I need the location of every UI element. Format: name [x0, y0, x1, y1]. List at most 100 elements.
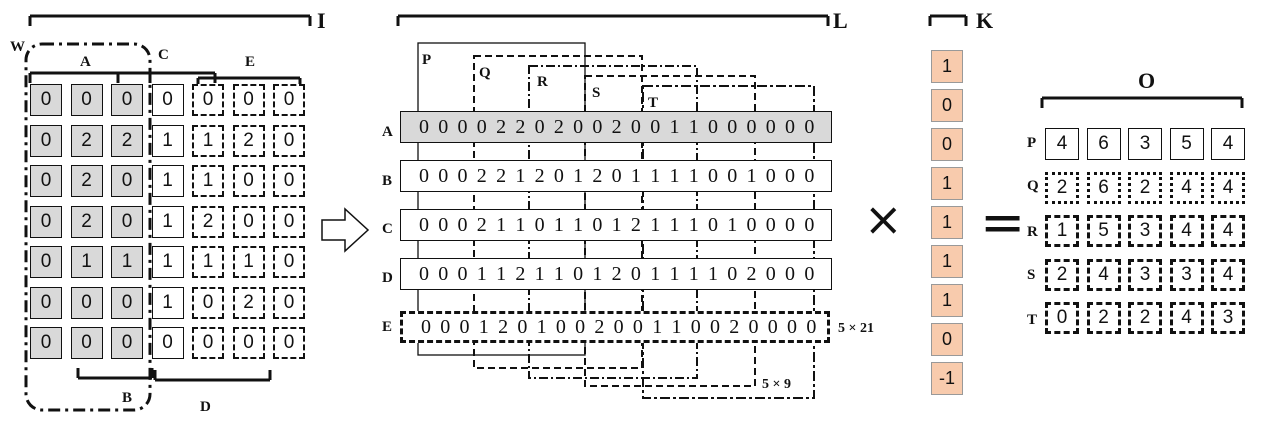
kernel-label: K [976, 8, 994, 33]
lowered-digit: 1 [553, 262, 565, 285]
lowered-digit: 2 [746, 262, 758, 285]
window-p-label: P [422, 52, 432, 68]
window-q-label: Q [479, 65, 491, 81]
lowered-digit: 1 [688, 115, 700, 138]
lowered-digit: 0 [573, 115, 584, 138]
output-cell: 2 [1045, 258, 1079, 291]
input-cell: 0 [151, 327, 184, 359]
input-cell: 2 [70, 165, 103, 197]
lowered-digit: 0 [767, 315, 779, 338]
input-cell: 2 [70, 205, 103, 238]
lowered-digit: 1 [650, 262, 661, 285]
input-cell: 0 [232, 84, 265, 116]
lowered-digit: 0 [707, 164, 719, 187]
kernel-cell: 1 [931, 206, 963, 239]
lowered-digit: 1 [650, 213, 661, 236]
output-cell: 4 [1211, 128, 1245, 160]
input-cell: 1 [192, 246, 224, 278]
kernel-cell: 0 [931, 323, 963, 356]
lowered-digit: 1 [669, 262, 680, 285]
times-operator: × [864, 192, 903, 246]
lowered-digit: 1 [727, 213, 738, 236]
lowered-digit: 0 [690, 315, 702, 338]
lowered-digit: 0 [804, 213, 815, 236]
input-cell: 0 [232, 205, 265, 238]
input-cell: 0 [111, 165, 143, 197]
lowered-digit: 0 [440, 315, 451, 338]
input-cell: 0 [30, 165, 62, 197]
input-cell: 0 [232, 327, 265, 359]
lowered-digit: 2 [594, 315, 605, 338]
lowered-digit: 2 [592, 164, 603, 187]
lowered-digit: 0 [727, 164, 738, 187]
lowered-digit: 0 [534, 213, 546, 236]
row-label-a: A [382, 124, 393, 140]
input-cell: 1 [151, 286, 184, 319]
lowered-digit: 1 [573, 164, 584, 187]
input-cell: 0 [111, 327, 143, 359]
lowered-digit: 1 [515, 164, 526, 187]
lowered-digit: 0 [632, 315, 644, 338]
lowered-digit: 0 [765, 213, 777, 236]
window-label: W [10, 39, 25, 55]
lowered-digit: 1 [515, 213, 526, 236]
lowered-digit: 0 [438, 262, 449, 285]
kernel-cell: 0 [931, 128, 963, 161]
input-cell: 1 [151, 124, 184, 157]
input-cell: 0 [273, 124, 305, 157]
output-cell: 4 [1211, 215, 1245, 247]
output-cell: 3 [1128, 128, 1162, 160]
lowered-digit: 2 [729, 315, 740, 338]
row-label-d: D [382, 270, 393, 286]
lowered-digit: 1 [688, 164, 700, 187]
output-cell: 4 [1045, 128, 1079, 160]
output-cell: 4 [1169, 302, 1204, 334]
lowered-digit: 0 [438, 213, 449, 236]
lowered-digit: 0 [765, 164, 777, 187]
lowered-digit: 0 [419, 262, 430, 285]
row-label-c: C [382, 221, 393, 237]
input-cell: 0 [273, 327, 305, 359]
lowered-digit: 0 [650, 115, 661, 138]
output-cell: 5 [1169, 128, 1204, 160]
lowered-digit: 2 [476, 213, 488, 236]
lowered-digit: 1 [669, 213, 680, 236]
lowered-digit: 0 [457, 164, 469, 187]
lowered-digit: 1 [573, 213, 584, 236]
lowered-digit: 1 [553, 213, 565, 236]
brace-label-b: B [122, 390, 133, 406]
lowered-digit: 2 [496, 164, 507, 187]
brace-label-e: E [245, 54, 256, 70]
lowered-digit: 0 [457, 262, 469, 285]
input-cell: 0 [111, 84, 143, 116]
lowered-digit: 2 [611, 262, 623, 285]
input-cell: 0 [70, 286, 103, 319]
lowered-digit: 0 [555, 315, 567, 338]
input-cell: 0 [273, 165, 305, 197]
input-cell: 2 [192, 205, 224, 238]
lowered-digit: 1 [630, 164, 642, 187]
lowered-digit: 2 [498, 315, 509, 338]
window-t-outline [642, 85, 815, 399]
lowered-digit: 0 [592, 213, 603, 236]
lowered-digit: 0 [419, 115, 430, 138]
lowered-digit: 1 [592, 262, 603, 285]
out-row-label-q: Q [1027, 178, 1039, 194]
window-r-label: R [537, 74, 548, 90]
lowered-digit: 0 [573, 262, 584, 285]
window-t-label: T [648, 95, 659, 111]
input-cell: 0 [273, 84, 305, 116]
input-cell: 0 [273, 205, 305, 238]
kernel-cell: 1 [931, 50, 963, 83]
lowered-digit: 1 [611, 213, 623, 236]
lowered-digit: 0 [438, 164, 449, 187]
lowered-digit: 1 [534, 262, 546, 285]
lowered-digit: 0 [592, 115, 603, 138]
lowered-digit: 0 [459, 315, 471, 338]
input-cell: 1 [151, 205, 184, 238]
lowered-digit: 0 [457, 213, 469, 236]
lowered-digit: 0 [575, 315, 586, 338]
